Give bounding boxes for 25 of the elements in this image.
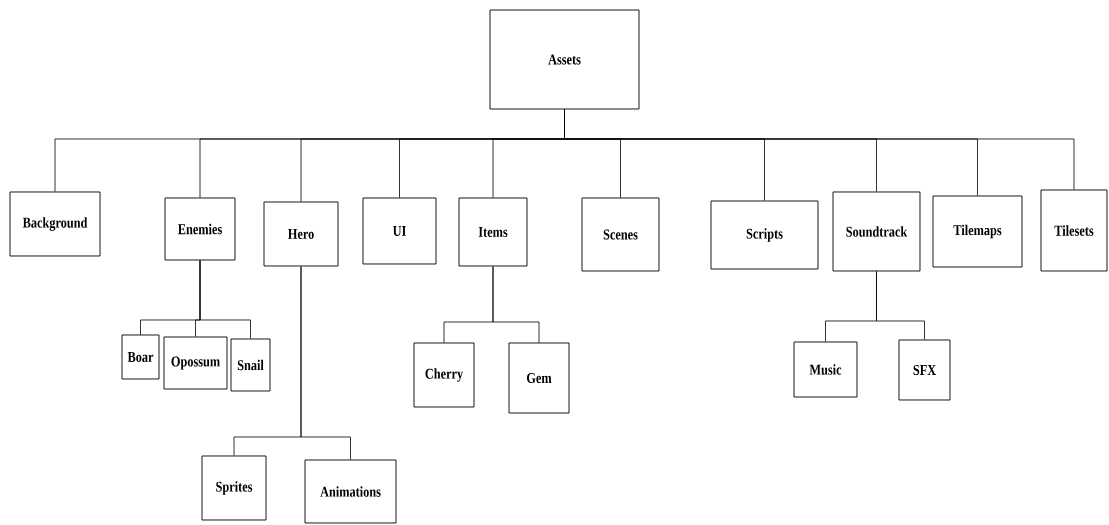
folder-box: Snail	[230, 338, 271, 392]
folder-box: Gem	[508, 342, 570, 414]
connector-line	[564, 109, 1075, 190]
root-box: Assets	[489, 9, 640, 110]
folder-box: Scripts	[710, 200, 819, 270]
folder-box: Soundtrack	[832, 191, 921, 272]
folder-box: Animations	[304, 459, 397, 524]
folder-box: Tilesets	[1040, 189, 1108, 272]
folder-box: SFX	[898, 339, 951, 401]
folder-box: Sprites	[201, 455, 267, 521]
folder-box: Cherry	[413, 342, 475, 408]
folder-box: Music	[793, 341, 858, 398]
folder-box: UI	[362, 197, 437, 265]
folder-box: Scenes	[581, 197, 660, 272]
folder-box: Items	[458, 197, 528, 267]
folder-box: Background	[9, 191, 101, 257]
folder-box: Boar	[121, 334, 160, 380]
folder-box: Tilemaps	[932, 195, 1023, 268]
connector-line	[199, 260, 251, 339]
folder-box: Hero	[263, 201, 339, 267]
folder-box: Opossum	[163, 336, 228, 390]
connector-line	[876, 271, 925, 340]
connector-line	[300, 266, 351, 460]
folder-box: Enemies	[164, 197, 236, 261]
connector-line	[492, 266, 540, 343]
